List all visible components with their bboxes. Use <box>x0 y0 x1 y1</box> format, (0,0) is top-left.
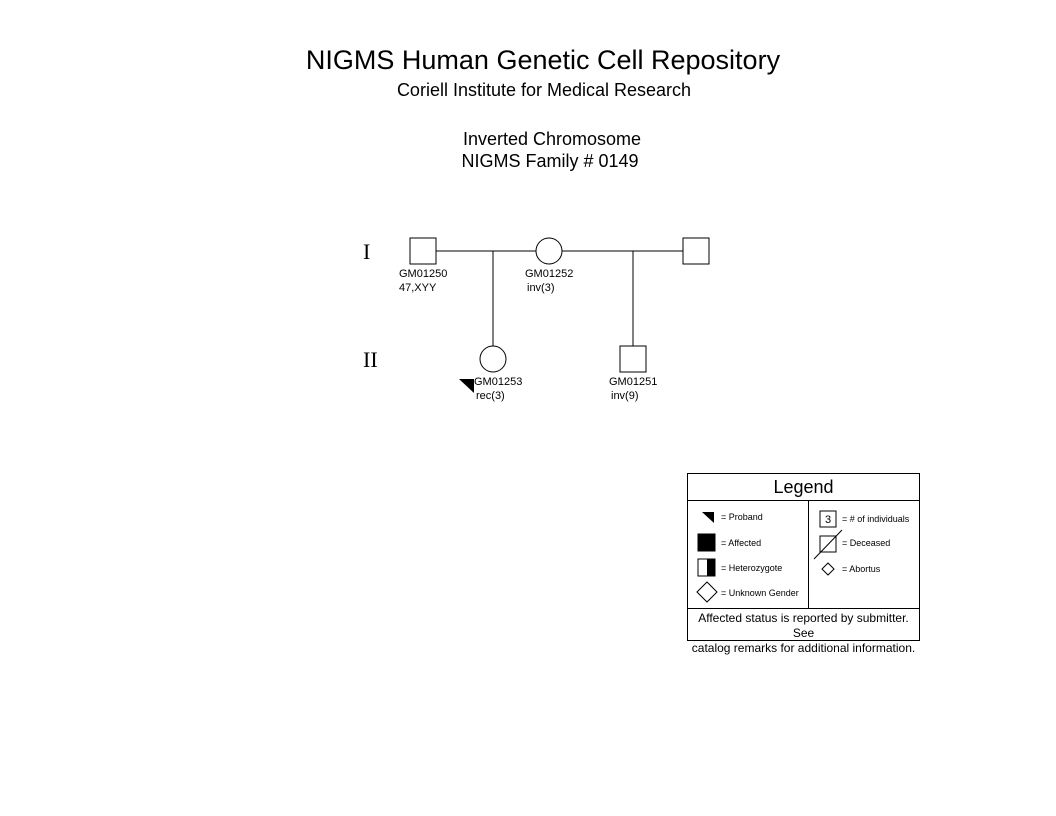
legend-heterozygote-label: = Heterozygote <box>721 563 783 573</box>
female-symbol-gm01253 <box>479 345 507 373</box>
proband-marker <box>459 379 474 393</box>
pedigree-title: Inverted Chromosome <box>462 129 642 149</box>
page-subtitle: Coriell Institute for Medical Research <box>396 80 692 100</box>
legend-affected-label: = Affected <box>721 538 762 548</box>
legend-divider-horizontal <box>688 608 919 609</box>
legend-symbols <box>696 510 843 603</box>
legend-note: Affected status is reported by submitter… <box>688 611 919 656</box>
legend-title: Legend <box>688 474 919 501</box>
affected-legend-icon <box>697 533 716 552</box>
family-number: NIGMS Family # 0149 <box>461 151 639 171</box>
individual-id-gm01253: GM01253 <box>474 376 523 388</box>
legend-proband-label: = Proband <box>721 512 763 522</box>
male-symbol-spouse <box>682 237 710 265</box>
count-legend-number: 3 <box>825 514 832 526</box>
individual-id-gm01250: GM01250 <box>399 268 448 280</box>
legend-box: Legend 3 = Proband = Affected = Heterozy… <box>687 473 920 655</box>
heterozygote-legend-icon-fill <box>707 559 715 576</box>
legend-count-label: = # of individuals <box>842 514 910 524</box>
legend-deceased-label: = Deceased <box>842 538 891 548</box>
legend-divider-vertical <box>808 501 809 608</box>
individual-id-gm01252: GM01252 <box>525 268 574 280</box>
proband-legend-icon <box>702 512 714 523</box>
abortus-legend-icon <box>821 562 835 576</box>
individual-note-gm01251: inv(9) <box>611 390 639 402</box>
individual-note-gm01252: inv(3) <box>527 282 555 294</box>
deceased-legend-slash <box>813 529 843 560</box>
legend-note-line-1: Affected status is reported by submitter… <box>698 611 909 640</box>
generation-label-1: I <box>363 239 371 264</box>
legend-abortus-label: = Abortus <box>842 564 881 574</box>
female-symbol-gm01252 <box>535 237 563 265</box>
legend-unknown-gender-label: = Unknown Gender <box>721 588 799 598</box>
generation-label-2: II <box>363 347 378 372</box>
count-legend-icon <box>819 510 837 528</box>
individual-note-gm01250: 47,XYY <box>399 282 437 294</box>
male-symbol-gm01251 <box>619 345 647 373</box>
page-title: NIGMS Human Genetic Cell Repository <box>305 45 781 75</box>
individual-note-gm01253: rec(3) <box>476 390 505 402</box>
legend-note-line-2: catalog remarks for additional informati… <box>691 641 916 655</box>
individual-id-gm01251: GM01251 <box>609 376 658 388</box>
male-symbol-gm01250 <box>409 237 437 265</box>
unknown-gender-legend-icon <box>696 581 718 603</box>
